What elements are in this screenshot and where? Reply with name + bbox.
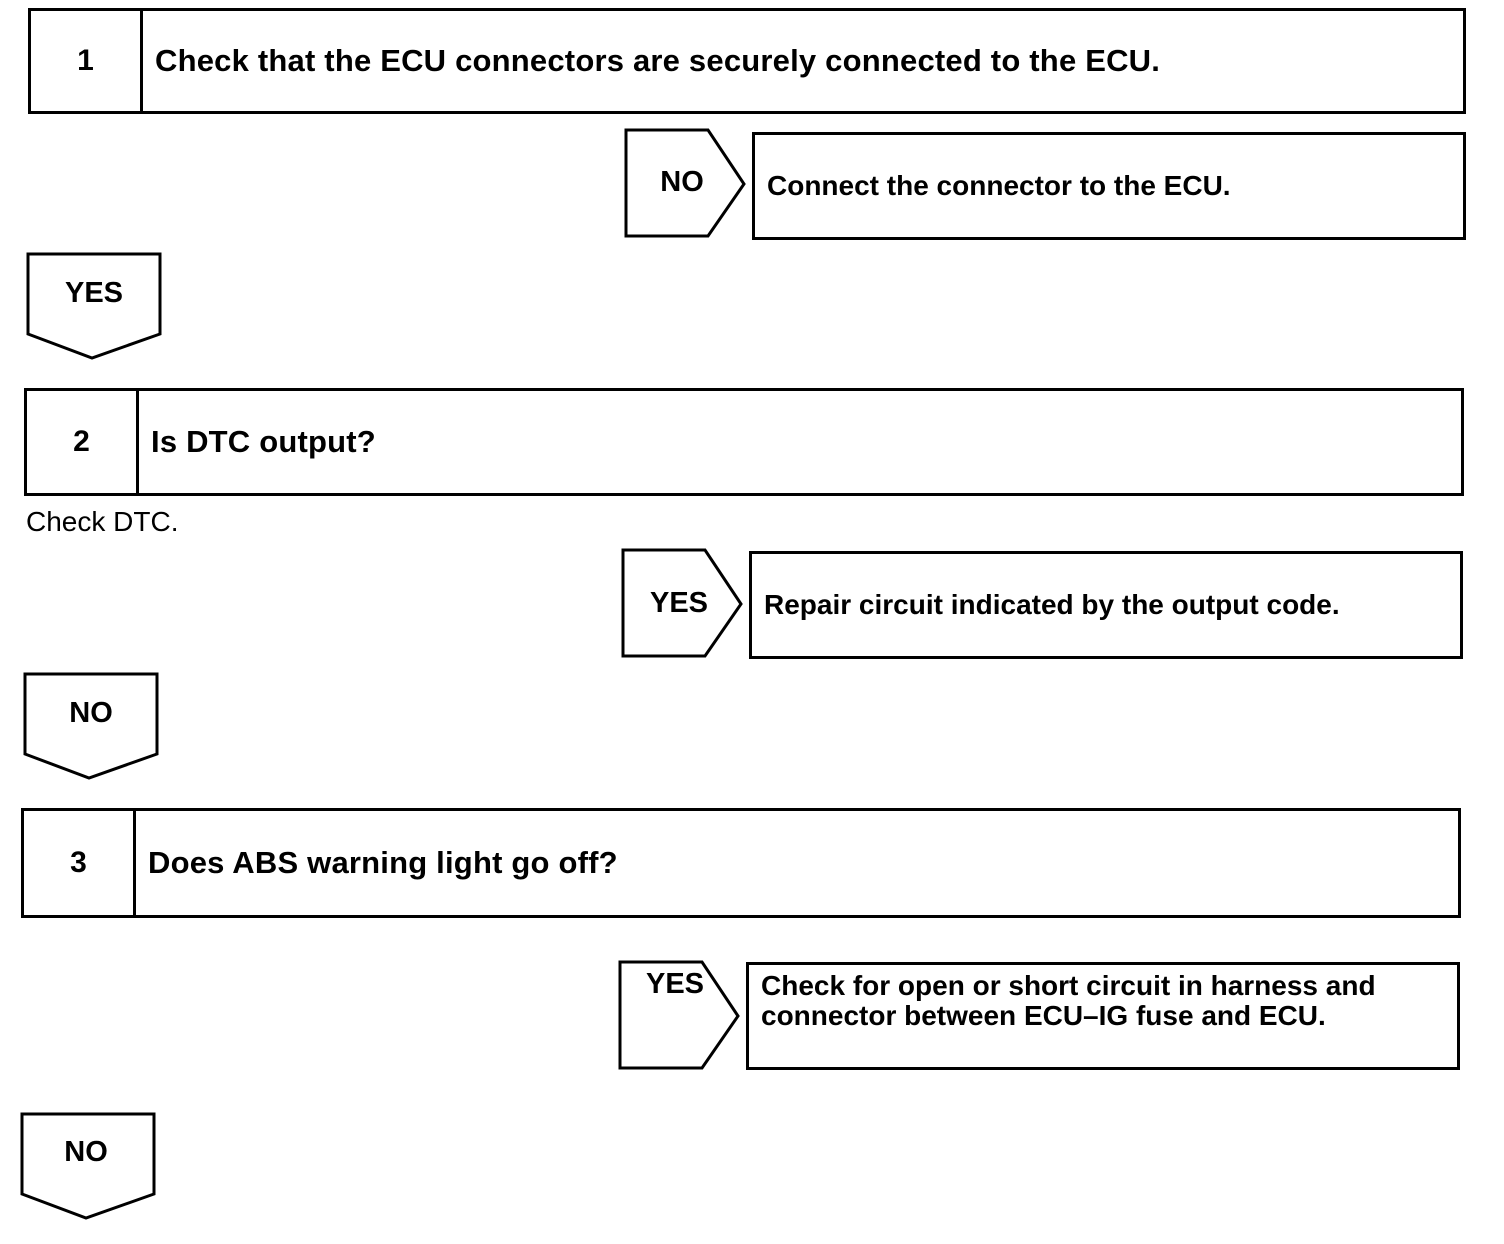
down-arrow-shape <box>23 672 159 780</box>
step-1-box: 1 Check that the ECU connectors are secu… <box>28 8 1466 114</box>
branch-action-box: Repair circuit indicated by the output c… <box>749 551 1463 659</box>
step-number: 2 <box>27 391 139 493</box>
branch-arrow-shape <box>618 960 740 1070</box>
branch-label-yes: YES <box>645 968 705 1000</box>
step-number: 1 <box>31 11 143 111</box>
branch-action-box: Check for open or short circuit in harne… <box>746 962 1460 1070</box>
step-3-box: 3 Does ABS warning light go off? <box>21 808 1461 918</box>
down-arrow-shape <box>26 252 162 360</box>
branch-label-yes: YES <box>649 587 709 619</box>
step-2-box: 2 Is DTC output? <box>24 388 1464 496</box>
step-number: 3 <box>24 811 136 915</box>
branch-arrow-shape <box>624 128 746 238</box>
step-question: Does ABS warning light go off? <box>148 845 618 880</box>
continue-label-no: NO <box>69 697 113 729</box>
branch-arrow-shape <box>621 548 743 658</box>
step-question: Is DTC output? <box>151 424 376 459</box>
step-question: Check that the ECU connectors are secure… <box>155 43 1161 78</box>
continue-label-yes: YES <box>64 277 124 309</box>
continue-label-no: NO <box>64 1136 108 1168</box>
branch-label-no: NO <box>660 166 704 198</box>
down-arrow-shape <box>20 1112 156 1220</box>
step-note: Check DTC. <box>26 506 179 537</box>
branch-action-box: Connect the connector to the ECU. <box>752 132 1466 240</box>
